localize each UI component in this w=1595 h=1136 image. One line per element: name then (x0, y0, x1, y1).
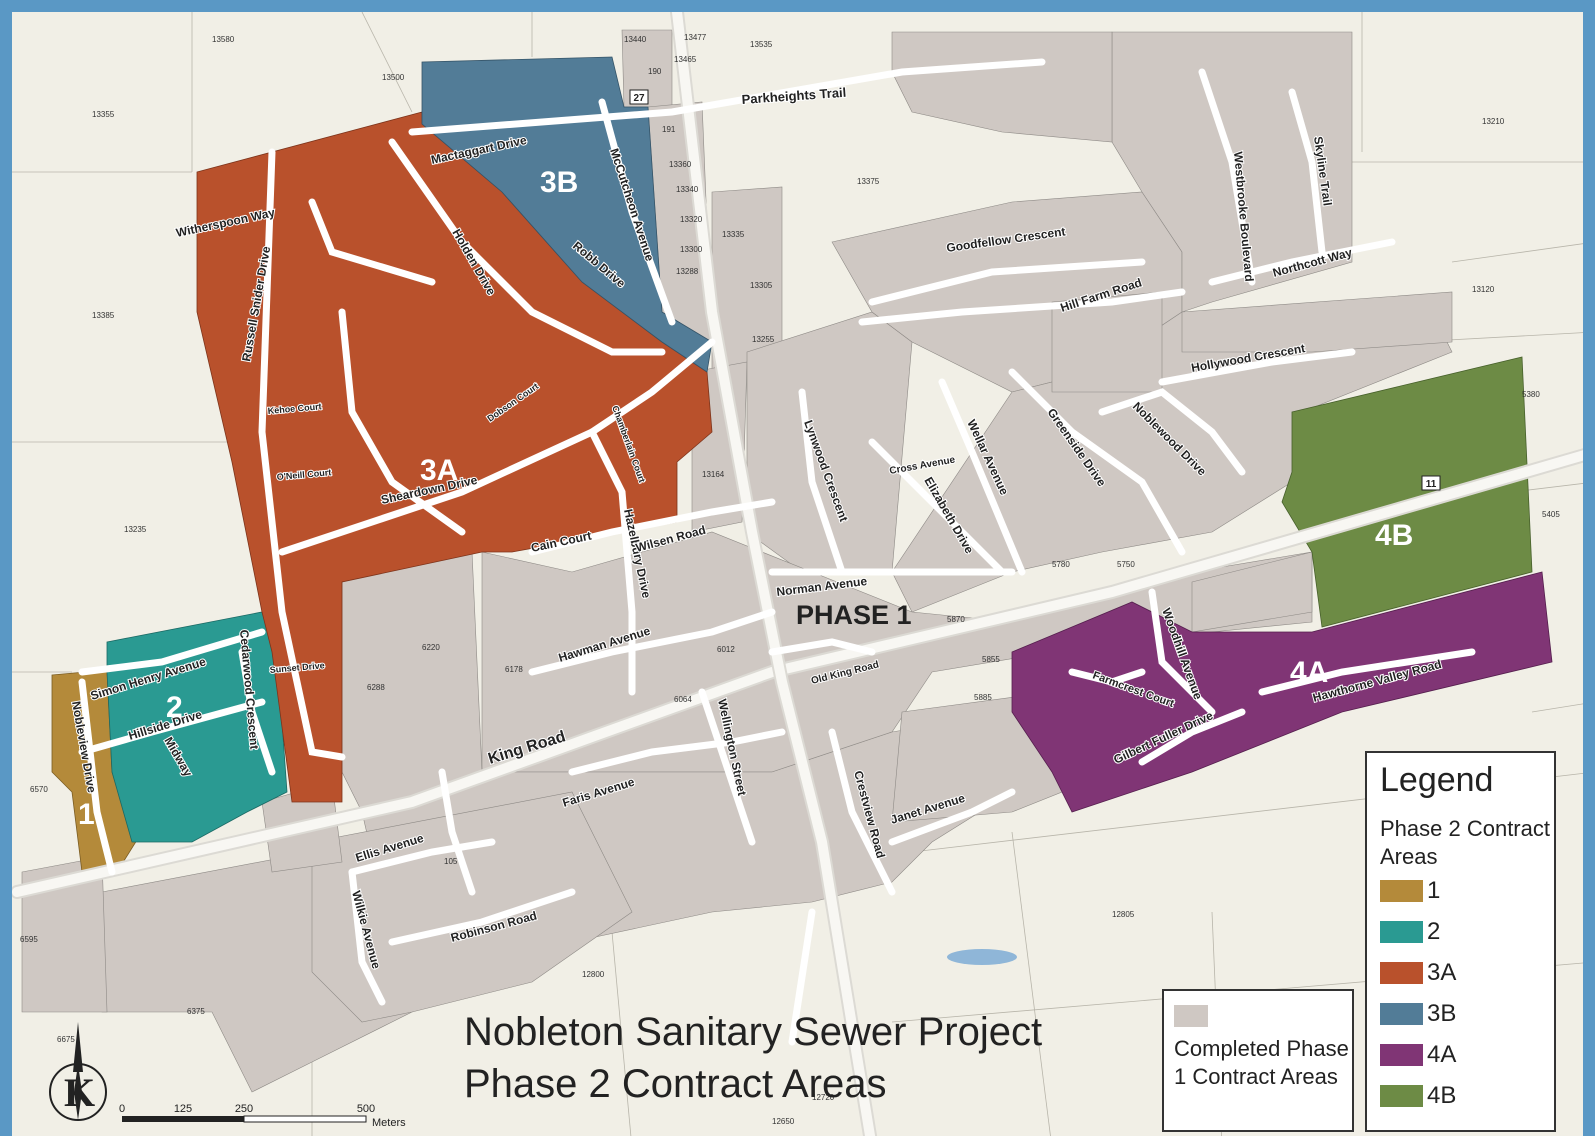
parcel-number: 5855 (982, 655, 1000, 664)
parcel-number: 13500 (382, 73, 405, 82)
legend-item-label: 3A (1427, 959, 1457, 986)
parcel-number: 5380 (1522, 390, 1540, 399)
parcel-number: 13120 (1472, 285, 1495, 294)
legend-item-label: 2 (1427, 918, 1441, 945)
scale-tick-1: 125 (174, 1103, 192, 1115)
parcel-number: 5405 (1542, 510, 1560, 519)
legend: Legend Phase 2 Contract Areas 1 2 3A 3B 4A 4B (1365, 751, 1556, 1132)
parcel-number: 13580 (212, 35, 235, 44)
area-label-4a: 4A (1290, 656, 1328, 689)
legend-item-label: 4B (1427, 1082, 1457, 1109)
parcel-number: 6570 (30, 785, 48, 794)
area-label-2: 2 (166, 691, 183, 724)
svg-text:27: 27 (633, 93, 645, 104)
legend-swatch (1380, 1003, 1423, 1025)
legend-swatch (1380, 1044, 1423, 1066)
parcel-number: 13465 (674, 55, 697, 64)
scale-tick-3: 500 (357, 1103, 375, 1115)
route-shield-11: 11 (1421, 475, 1441, 491)
parcel-number: 13335 (722, 230, 745, 239)
legend-item-label: 1 (1427, 877, 1441, 904)
area-label-3b: 3B (540, 166, 578, 199)
completed-swatch (1174, 1005, 1208, 1027)
parcel-number: 12800 (582, 970, 605, 979)
svg-text:11: 11 (1426, 479, 1437, 490)
area-label-1: 1 (78, 798, 95, 831)
scale-unit: Meters (372, 1117, 406, 1129)
parcel-number: 105 (444, 857, 458, 866)
parcel-number: 13255 (752, 335, 775, 344)
road-label: Parkheights Trail (741, 85, 847, 107)
parcel-number: 13305 (750, 281, 773, 290)
legend-item-4a: 4A (1380, 1041, 1456, 1069)
parcel-number: 12805 (1112, 910, 1135, 919)
map-title-line2: Phase 2 Contract Areas (464, 1062, 887, 1106)
legend-title: Legend (1380, 761, 1494, 799)
parcel-number: 12720 (812, 1093, 835, 1102)
area-label-3a: 3A (420, 454, 458, 487)
parcel-number: 6595 (20, 935, 38, 944)
parcel-number: 6220 (422, 643, 440, 652)
parcel-number: 6178 (505, 665, 523, 674)
legend-item-3a: 3A (1380, 959, 1456, 987)
legend-item-2: 2 (1380, 918, 1440, 946)
parcel-number: 6012 (717, 645, 735, 654)
route-shield-27: 27 (629, 89, 649, 105)
map-title-line1: Nobleton Sanitary Sewer Project (464, 1010, 1043, 1054)
phase1-label: PHASE 1 (796, 600, 912, 630)
parcel-number: 5870 (947, 615, 965, 624)
parcel-number: 13535 (750, 40, 773, 49)
phase1-completed-areas (21, 29, 1453, 1093)
parcel-number: 6375 (187, 1007, 205, 1016)
parcel-number: 13235 (124, 525, 147, 534)
parcel-number: 12650 (772, 1117, 795, 1126)
map-canvas: 13580 13500 13440 13477 13465 13535 13355 13385… (12, 12, 1583, 1136)
legend-swatch (1380, 880, 1423, 902)
scale-tick-2: 250 (235, 1103, 253, 1115)
parcel-number: 13360 (669, 160, 692, 169)
contract-area-4a (1011, 571, 1553, 813)
legend-swatch (1380, 962, 1423, 984)
parcel-number: 13477 (684, 33, 707, 42)
north-arrow-icon: K (49, 1022, 107, 1121)
contract-area-4b (1281, 356, 1533, 628)
parcel-numbers: 13580 13500 13440 13477 13465 13535 13355 13385… (20, 33, 1560, 1126)
pond (947, 949, 1017, 965)
legend-item-label: 4A (1427, 1041, 1457, 1068)
parcel-number: 13164 (702, 470, 725, 479)
parcel-number: 13210 (1482, 117, 1505, 126)
parcel-number: 6675 (57, 1035, 75, 1044)
parcel-number: 6288 (367, 683, 385, 692)
parcel-number: 13440 (624, 35, 647, 44)
parcel-number: 13340 (676, 185, 699, 194)
legend-item-3b: 3B (1380, 1000, 1456, 1028)
legend-swatch (1380, 921, 1423, 943)
scale-bar: 0 125 250 500 Meters (119, 1103, 406, 1129)
legend-subtitle: Phase 2 Contract Areas (1380, 816, 1550, 869)
area-label-4b: 4B (1375, 519, 1413, 552)
parcel-number: 190 (648, 67, 662, 76)
parcel-number: 5780 (1052, 560, 1070, 569)
parcel-number: 13320 (680, 215, 703, 224)
legend-item-1: 1 (1380, 877, 1440, 905)
scale-tick-0: 0 (119, 1103, 125, 1115)
legend-item-4b: 4B (1380, 1082, 1456, 1110)
parcel-number: 5885 (974, 693, 992, 702)
parcel-number: 5750 (1117, 560, 1135, 569)
parcel-number: 13375 (857, 177, 880, 186)
contract-area-3b (421, 56, 713, 373)
roads (12, 12, 1583, 1136)
parcel-number: 6064 (674, 695, 692, 704)
parcel-number: 13288 (676, 267, 699, 276)
parcel-number: 13385 (92, 311, 115, 320)
parcel-number: 13355 (92, 110, 115, 119)
parcel-number: 13300 (680, 245, 703, 254)
legend-swatch (1380, 1085, 1423, 1107)
completed-legend-label: Completed Phase 1 Contract Areas (1174, 1036, 1349, 1089)
parcel-number: 191 (662, 125, 676, 134)
legend-item-label: 3B (1427, 1000, 1457, 1027)
completed-legend-box: Completed Phase 1 Contract Areas (1162, 989, 1354, 1132)
